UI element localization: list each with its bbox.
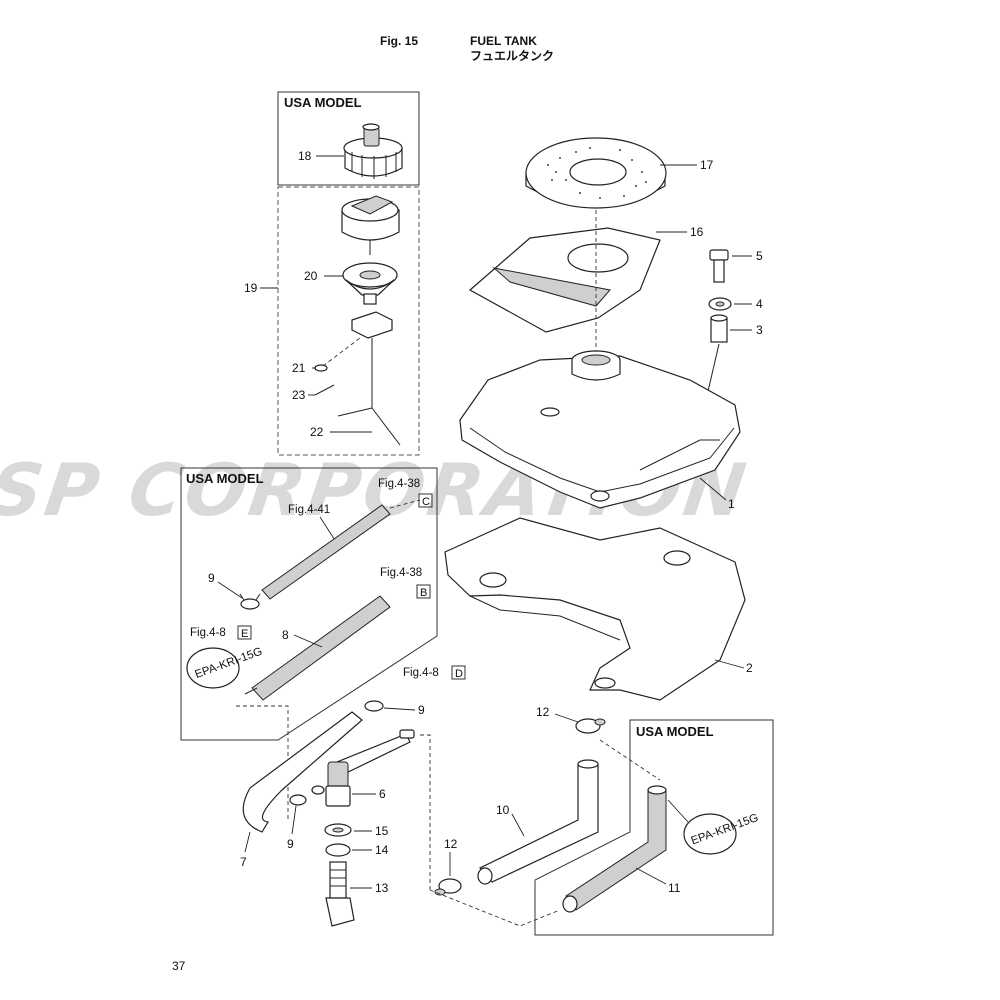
callout-12-lower: 12	[444, 837, 458, 851]
callout-5: 5	[756, 249, 763, 263]
figure-title: FUEL TANK	[470, 34, 537, 48]
part-9-clip-middle	[364, 700, 384, 712]
ref-fig-4-38-c: Fig.4-38	[378, 478, 420, 490]
part-18-fuel-cap	[343, 123, 403, 179]
ref-fig-4-8-d: Fig.4-8	[403, 667, 439, 679]
part-20-cap-gasket	[342, 262, 398, 305]
callout-2: 2	[746, 661, 753, 675]
usa-model-box-cap	[277, 91, 420, 186]
epa-stamp-right: EPA-KRI-15G	[683, 812, 760, 855]
callout-6: 6	[379, 787, 386, 801]
part-8-braided-hose	[244, 595, 391, 701]
callout-22: 22	[310, 425, 324, 439]
part-14-o-ring	[325, 843, 351, 857]
cap-assembly-box	[277, 186, 420, 456]
part-15-washer	[324, 823, 352, 837]
part-5-bolt	[709, 249, 729, 283]
part-23-pin	[314, 384, 335, 396]
part-9-clip-upper	[239, 593, 261, 610]
ref-fig-4-41: Fig.4-41	[288, 504, 330, 516]
callout-14: 14	[375, 843, 389, 857]
ref-letter-d: D	[455, 668, 463, 680]
callout-9-middle: 9	[418, 703, 425, 717]
usa-model-box-hoses	[180, 467, 438, 741]
part-21-washer	[314, 364, 328, 372]
callout-4: 4	[756, 297, 763, 311]
callout-1: 1	[728, 497, 735, 511]
part-2-tank-tray	[444, 517, 746, 701]
figure-title-japanese: フュエルタンク	[470, 49, 554, 63]
callout-11: 11	[668, 881, 681, 895]
usa-model-label-hose11: USA MODEL	[636, 724, 714, 739]
callout-16: 16	[690, 225, 704, 239]
part-3-collar	[710, 314, 728, 343]
epa-stamp-left: EPA-KRI-15G	[186, 646, 264, 689]
part-1-fuel-tank	[459, 350, 741, 509]
usa-model-label-hoses: USA MODEL	[186, 471, 264, 486]
page-number: 37	[172, 959, 186, 973]
callout-15: 15	[375, 824, 389, 838]
ref-fig-4-8-e: Fig.4-8	[190, 627, 226, 639]
callout-12-upper: 12	[536, 705, 550, 719]
callout-9-lower: 9	[287, 837, 294, 851]
callout-20: 20	[304, 269, 318, 283]
ref-letter-c: C	[422, 496, 430, 508]
callout-3: 3	[756, 323, 763, 337]
callout-8: 8	[282, 628, 289, 642]
callout-18: 18	[298, 149, 312, 163]
ref-letter-e: E	[241, 628, 248, 640]
part-12-clip-upper	[575, 718, 606, 734]
part-12-clip-lower	[434, 878, 462, 896]
callout-9-upper: 9	[208, 571, 215, 585]
callout-10: 10	[496, 803, 510, 817]
part-19-cap-assembly	[341, 195, 400, 255]
part-fig-4-41-braided-hose	[261, 504, 391, 600]
part-6-fuel-cock	[311, 729, 415, 807]
part-16-tank-pad	[468, 227, 661, 333]
ref-fig-4-38-b: Fig.4-38	[380, 567, 422, 579]
callout-21: 21	[292, 361, 306, 375]
part-7-fuel-hose	[242, 711, 363, 833]
part-17-foam-filter	[525, 137, 667, 209]
ref-letter-b: B	[420, 587, 427, 599]
figure-number: Fig. 15	[380, 34, 418, 48]
part-11-braided-hose	[562, 785, 667, 913]
usa-model-box-hose11	[534, 719, 774, 936]
part-22-suction-tube	[337, 311, 401, 446]
callout-19: 19	[244, 281, 258, 295]
usa-model-label-cap: USA MODEL	[284, 95, 362, 110]
part-4-washer	[708, 297, 732, 311]
callout-7: 7	[240, 855, 247, 869]
part-13-strainer	[325, 861, 355, 927]
part-9-clip-lower	[289, 794, 307, 806]
part-10-fuel-hose	[477, 759, 599, 885]
callout-23: 23	[292, 388, 306, 402]
callout-17: 17	[700, 158, 714, 172]
callout-13: 13	[375, 881, 389, 895]
